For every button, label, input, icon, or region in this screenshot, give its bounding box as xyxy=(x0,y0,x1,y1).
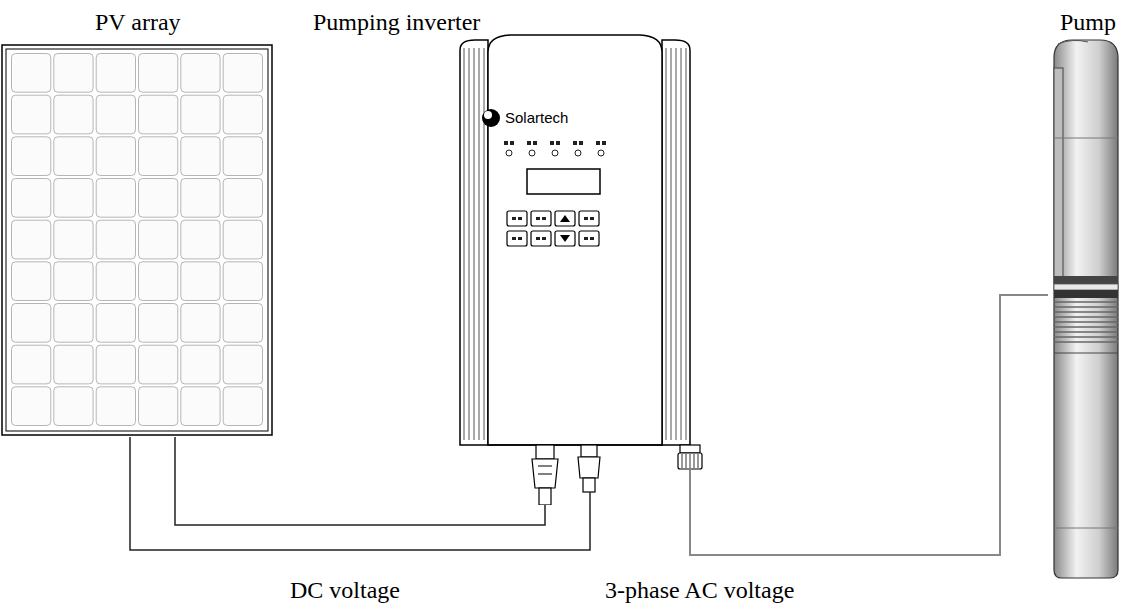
dc-wire xyxy=(175,437,545,525)
brand-name: Solartech xyxy=(505,109,568,127)
component-label: PV array xyxy=(95,8,181,36)
pumping-inverter: Pumping inverterSolartech xyxy=(300,8,710,505)
submersible-pump: Pump xyxy=(1048,8,1124,580)
wire-label: 3-phase AC voltage xyxy=(602,576,797,604)
pv-panel-drawing xyxy=(0,8,275,437)
ac-wire xyxy=(690,295,1048,555)
pumping-inverter-drawing xyxy=(300,8,710,505)
component-label: Pump xyxy=(1060,8,1116,36)
dc-wire xyxy=(130,437,590,550)
wire-label: DC voltage xyxy=(287,576,403,604)
pv-panel: PV array xyxy=(0,8,275,437)
component-label: Pumping inverter xyxy=(313,8,480,36)
submersible-pump-drawing xyxy=(1048,8,1124,580)
